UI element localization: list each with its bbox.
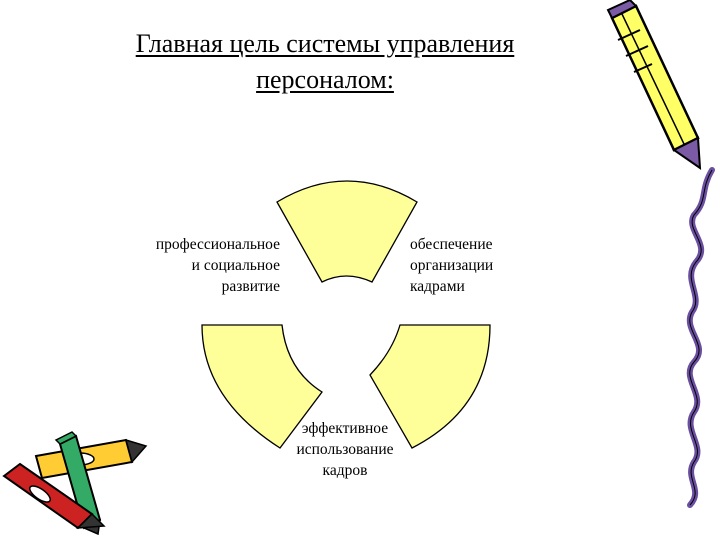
sector-lower-right [369,324,491,449]
sector-label-efficiency: эффективное использование кадров [270,418,420,481]
crayons-icon [2,431,148,536]
label-line: развитие [221,278,280,295]
slide-title: Главная цель системы управления персонал… [80,26,570,98]
label-line: обеспечение [410,236,493,253]
label-line: эффективное [301,420,389,437]
label-line: кадров [322,462,368,479]
ribbon-decoration [686,167,715,508]
sector-label-development: профессиональное и социальное развитие [110,234,280,297]
label-line: кадрами [410,278,465,295]
sector-lower-left [201,324,323,449]
sector-top [276,180,418,283]
label-line: профессиональное [155,236,280,253]
label-line: организации [410,257,494,274]
label-line: использование [296,441,394,458]
slide-title-line-2: персоналом: [256,65,394,94]
label-line: и социальное [191,257,280,274]
slide-title-line-1: Главная цель системы управления [135,29,515,58]
sector-group [201,180,491,449]
pencil-icon [606,0,702,171]
sector-label-staffing: обеспечение организации кадрами [410,234,570,297]
